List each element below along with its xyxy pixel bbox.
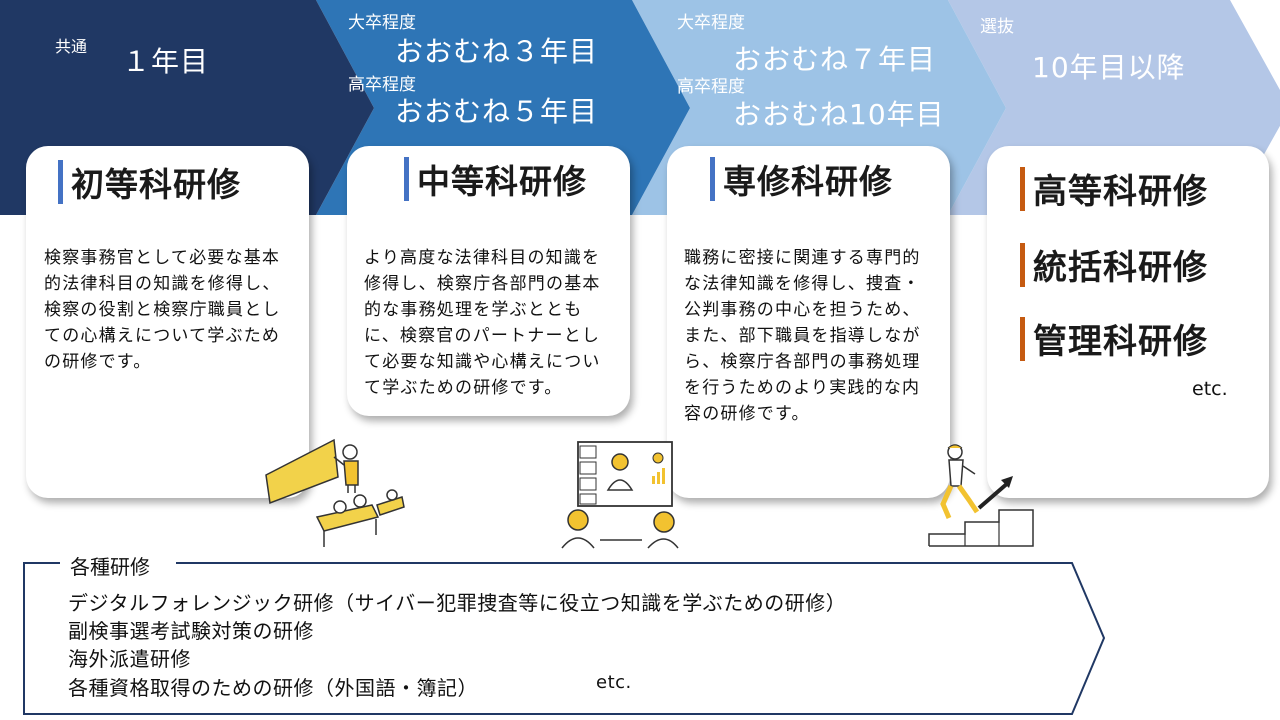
- card-basic-title-text: 初等科研修: [71, 165, 241, 204]
- misc-heading: 各種研修: [66, 551, 154, 580]
- stage-2-year-high: おおむね５年目: [395, 95, 599, 128]
- card-basic-description: 検察事務官として必要な基本的法律科目の知識を修得し、検察の役割と検察庁職員として…: [44, 248, 281, 372]
- advanced-item-1-text: 高等科研修: [1033, 172, 1208, 212]
- stage-1-label: 共通: [55, 37, 88, 56]
- title-marker: [710, 157, 715, 201]
- card-specialist-title-text: 専修科研修: [723, 162, 893, 201]
- title-marker: [1020, 242, 1025, 287]
- stage-2-label-univ: 大卒程度: [348, 13, 416, 33]
- advanced-item-3-text: 管理科研修: [1033, 322, 1208, 362]
- stage-3-year-high: おおむね10年目: [733, 98, 945, 131]
- stage-2-year-univ: おおむね３年目: [395, 35, 599, 68]
- stage-4-label: 選抜: [980, 17, 1014, 37]
- video-conference-illustration: [561, 441, 679, 549]
- card-basic-title: 初等科研修: [58, 158, 241, 206]
- stage-3-label-high: 高卒程度: [677, 77, 745, 97]
- advanced-item-1: 高等科研修: [1020, 164, 1208, 213]
- card-intermediate-description: より高度な法律科目の知識を修得し、検察庁各部門の基本的な事務処理を学ぶとともに、…: [364, 248, 601, 398]
- card-specialist-training: [667, 146, 950, 498]
- advanced-etc: etc.: [1192, 378, 1228, 400]
- advanced-item-3: 管理科研修: [1020, 314, 1208, 363]
- stage-1-year: １年目: [122, 45, 210, 78]
- title-marker: [1020, 316, 1025, 361]
- card-basic-training: [26, 146, 309, 498]
- card-specialist-title: 専修科研修: [710, 155, 893, 203]
- misc-item-3: 海外派遣研修: [68, 647, 191, 671]
- card-intermediate-title: 中等科研修: [404, 155, 587, 203]
- title-marker: [1020, 166, 1025, 211]
- misc-item-2: 副検事選考試験対策の研修: [68, 619, 314, 643]
- stage-4-year: 10年目以降: [1032, 51, 1186, 84]
- misc-frame: [23, 562, 1106, 715]
- card-advanced-training: [987, 146, 1269, 498]
- advanced-item-2-text: 統括科研修: [1033, 248, 1208, 288]
- title-marker: [404, 157, 409, 201]
- stage-3-year-univ: おおむね７年目: [733, 43, 937, 76]
- advanced-item-2: 統括科研修: [1020, 240, 1208, 289]
- misc-item-4: 各種資格取得のための研修（外国語・簿記）: [68, 676, 478, 700]
- climbing-stairs-illustration: [928, 444, 1034, 547]
- title-marker: [58, 160, 63, 204]
- stage-2-label-high: 高卒程度: [348, 75, 416, 95]
- card-intermediate-training: [347, 146, 630, 416]
- stage-3-label-univ: 大卒程度: [677, 13, 745, 33]
- card-specialist-description: 職務に密接に関連する専門的な法律知識を修得し、捜査・公判事務の中心を担うため、ま…: [684, 248, 921, 424]
- card-intermediate-title-text: 中等科研修: [417, 162, 587, 201]
- misc-item-1: デジタルフォレンジック研修（サイバー犯罪捜査等に役立つ知識を学ぶための研修）: [68, 591, 847, 615]
- misc-etc: etc.: [596, 672, 632, 693]
- teacher-classroom-illustration: [265, 438, 405, 547]
